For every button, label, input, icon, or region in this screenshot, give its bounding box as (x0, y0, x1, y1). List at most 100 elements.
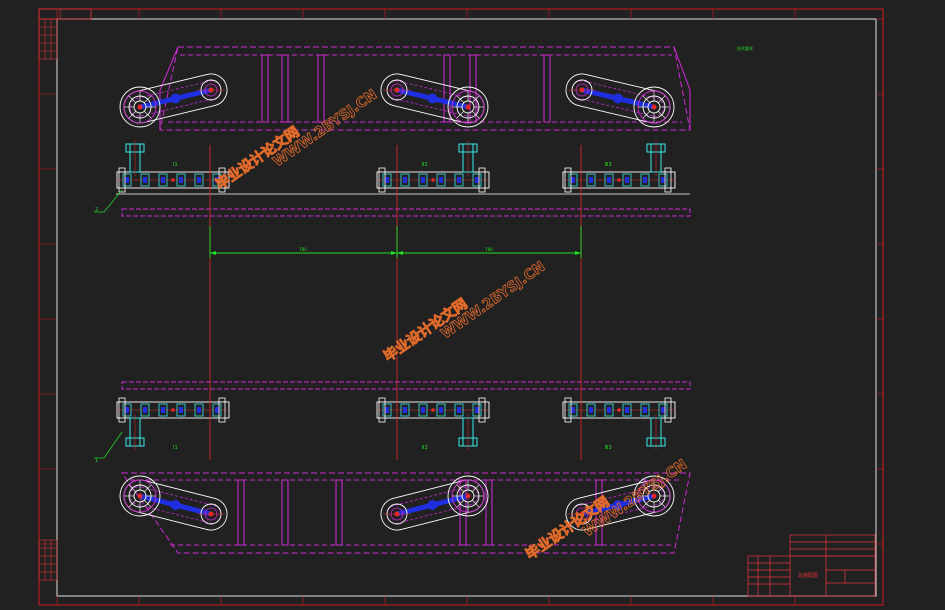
section-marker (431, 178, 435, 182)
bearing-block (622, 403, 632, 417)
flange-plate (564, 167, 572, 193)
bearing-core (421, 177, 425, 183)
bearing-core (385, 177, 389, 183)
swing-arm-1 (119, 73, 228, 128)
wheel-spoke (642, 95, 650, 103)
bearing-block (604, 403, 614, 417)
flange-plate (564, 397, 572, 423)
bearing-block (622, 173, 632, 187)
swing-arm-3 (565, 73, 675, 128)
bearing-core (439, 177, 443, 183)
wheel-spoke (128, 95, 136, 103)
bearing-block (194, 173, 204, 187)
wheel-spoke (128, 500, 136, 508)
callout-top: 2 (95, 207, 98, 213)
watermark-2: 毕业设计论文网 WWW.2BYSJ.CN (380, 258, 548, 365)
wheel-spoke (456, 484, 464, 492)
bearing-block (568, 403, 578, 417)
bearing-core (661, 407, 665, 413)
bearing-core (403, 177, 407, 183)
section-marker (617, 408, 621, 412)
center-lines (209, 145, 582, 460)
bearing-core (661, 177, 665, 183)
bearing-core (457, 407, 461, 413)
bearing-block (604, 173, 614, 187)
drive-wheel-ring (633, 475, 675, 517)
upper-rail (121, 208, 691, 217)
wheel-spoke (658, 500, 666, 508)
bearing-block (400, 403, 410, 417)
bearing-core (179, 407, 183, 413)
title-strip-top-left (38, 8, 92, 20)
bearing-block (158, 403, 168, 417)
wheel-spoke (144, 111, 152, 119)
bearing-core (421, 407, 425, 413)
bearing-block (176, 403, 186, 417)
bearing-block (436, 403, 446, 417)
bearing-core (475, 407, 479, 413)
bearing-core (215, 407, 219, 413)
bearing-core (589, 177, 593, 183)
flange-plate (478, 167, 486, 193)
section-marker (431, 408, 435, 412)
arm-link-hidden (386, 486, 479, 524)
bearing-block (658, 173, 668, 187)
watermark-3: 毕业设计论文网 WWW.2BYSJ.CN (522, 456, 690, 563)
dimension-span-right: 780 (485, 247, 493, 252)
bearing-core (571, 407, 575, 413)
bearing-core (607, 177, 611, 183)
wheel-spoke (642, 111, 650, 119)
hub-section-3 (562, 140, 676, 193)
gear-hub (170, 500, 181, 510)
bearing-block (382, 173, 392, 187)
wheel-spoke (456, 95, 464, 103)
bearing-core (607, 407, 611, 413)
swing-arm-6 (565, 475, 675, 531)
gear-hub (170, 93, 181, 104)
bearing-core (643, 407, 647, 413)
drive-wheel-ring (119, 475, 161, 517)
bearing-core (475, 177, 479, 183)
wheel-spoke (456, 500, 464, 508)
bearing-block (122, 173, 132, 187)
wheel-spoke (456, 111, 464, 119)
dimension-span-left: 780 (299, 247, 307, 252)
bearing-core (179, 177, 183, 183)
arm-link-hidden (129, 486, 222, 524)
bearing-core (197, 177, 201, 183)
bottom-row-label-1: Ⅰ1 (173, 445, 178, 451)
gear-hub (613, 93, 623, 104)
wheel-spoke (658, 484, 666, 492)
wheel-spoke (658, 95, 666, 103)
bearing-block (212, 173, 222, 187)
bearing-block (454, 173, 464, 187)
axle-rails (116, 193, 691, 390)
part-callouts (94, 189, 123, 459)
wheel-spoke (128, 484, 136, 492)
wheel-spoke (472, 111, 480, 119)
bearing-block (640, 403, 650, 417)
callout-bottom: 1 (95, 458, 98, 464)
title-block (747, 534, 876, 597)
wheel-center (651, 104, 657, 110)
bearing-block (640, 173, 650, 187)
bearing-block (436, 173, 446, 187)
flange-plate (218, 397, 226, 423)
bearing-block (212, 403, 222, 417)
wheel-spoke (472, 500, 480, 508)
top-chassis-frame (159, 46, 691, 131)
bearing-block (140, 403, 150, 417)
gear-hub (427, 93, 438, 104)
technical-notes: 技术要求 (737, 45, 753, 51)
bearing-core (625, 177, 629, 183)
drive-wheel-ring (447, 86, 489, 128)
flange-plate (478, 397, 486, 423)
bearing-core (589, 407, 593, 413)
wheel-spoke (658, 111, 666, 119)
bearing-core (385, 407, 389, 413)
title-block-drawing-name: 总装配图 (798, 572, 818, 579)
gear-hub (613, 500, 623, 510)
bearing-block (194, 403, 204, 417)
wheel-center (465, 493, 471, 499)
bottom-row-label-2: Ⅱ2 (422, 445, 428, 451)
